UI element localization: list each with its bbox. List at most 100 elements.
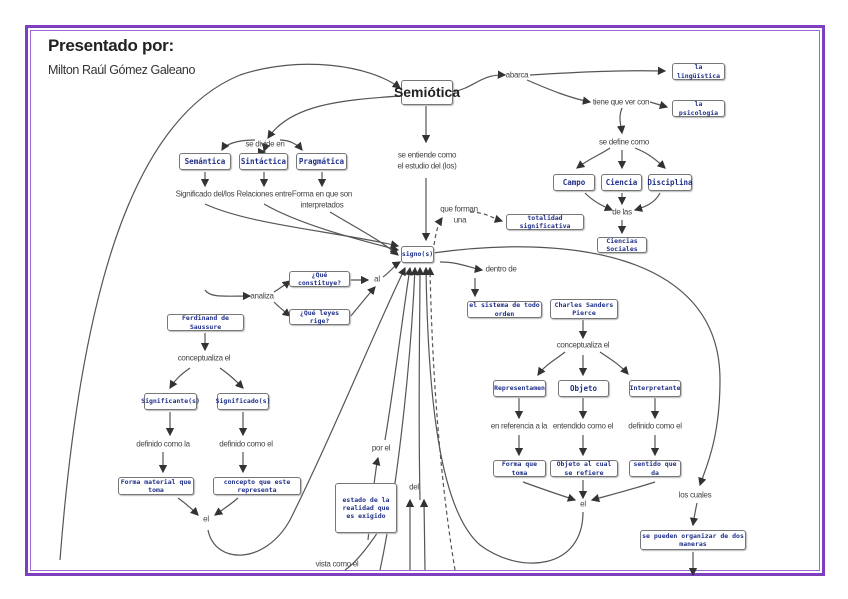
label-vista-como: vista como el [315, 559, 359, 569]
edge [267, 95, 401, 139]
edge [616, 107, 626, 135]
label-de-las: de las [612, 207, 632, 217]
node-charles-sanders-pierce[interactable]: Charles Sanders Pierce [550, 299, 618, 319]
edge [584, 192, 614, 212]
node-pragmatica[interactable]: Pragmática [296, 153, 347, 170]
node-objeto-al-cual-se-refiere[interactable]: Objeto al cual se refiere [550, 460, 618, 477]
node-significados[interactable]: Significado(s) [216, 393, 270, 410]
node-semantica[interactable]: Semántica [179, 153, 231, 170]
label-el: el [203, 514, 209, 524]
node-representamen[interactable]: Representamen [493, 380, 546, 397]
label-tiene-que-ver: tiene que ver con [592, 97, 650, 107]
edge [273, 301, 291, 317]
edge [439, 261, 484, 273]
node-disciplina[interactable]: Disciplina [647, 174, 693, 191]
label-se-divide: se divide en [245, 139, 285, 149]
label-los-cuales: los cuales [678, 490, 712, 500]
label-del: del [409, 482, 419, 492]
node-psicologia[interactable]: la psicología [672, 100, 725, 117]
edge [273, 280, 291, 293]
edge [419, 498, 429, 571]
node-signos[interactable]: signo(s) [401, 246, 434, 263]
edge [415, 266, 425, 501]
edge [526, 79, 592, 105]
label-al: al [374, 274, 380, 284]
node-totalidad-significativa[interactable]: totalidad significativa [506, 214, 584, 230]
node-forma-que-toma[interactable]: Forma que toma [493, 460, 546, 477]
node-sintactica[interactable]: Sintáctica [239, 153, 288, 170]
label-significado-del: Significado del/los [175, 189, 235, 199]
label-definido-como-la: definido como la [136, 439, 190, 449]
edge [689, 502, 699, 527]
node-ciencias-sociales[interactable]: Ciencias Sociales [597, 237, 647, 253]
label-analiza: analiza [250, 291, 274, 301]
edge [529, 66, 667, 76]
node-interpretante[interactable]: Interpretante [629, 380, 681, 397]
page-frame [25, 25, 825, 576]
edge [537, 351, 566, 376]
label-en-referencia: en referencia a la [490, 421, 548, 431]
label-entendido: entendido como el [552, 421, 614, 431]
edge [432, 246, 721, 487]
node-concepto-representa[interactable]: concepto que este representa [213, 477, 301, 495]
node-ferdinand-de-saussure[interactable]: Ferdinand de Saussure [167, 314, 244, 331]
edge [279, 139, 303, 151]
node-que-leyes-rige[interactable]: ¿Qué leyes rige? [289, 309, 350, 325]
edge [379, 266, 419, 571]
edge [421, 266, 584, 564]
edge [349, 286, 376, 318]
edge [329, 211, 399, 256]
edge [204, 289, 252, 301]
node-ciencia[interactable]: Ciencia [601, 174, 642, 191]
node-organizar-dos-maneras[interactable]: se pueden organizar de dos maneras [640, 530, 746, 550]
node-significantes[interactable]: Significante(s) [141, 393, 200, 410]
edge [634, 147, 666, 169]
label-conceptualiza-saussure: conceptualiza el [177, 353, 231, 363]
node-semiotica[interactable]: Semiótica [394, 80, 460, 105]
node-linguistica[interactable]: la lingüística [672, 63, 725, 80]
edge [633, 192, 661, 212]
edge [214, 497, 239, 516]
label-el-2: el [580, 499, 586, 509]
edge [522, 481, 577, 502]
edge [451, 70, 507, 93]
page-frame-inner [30, 30, 820, 571]
edge [177, 497, 199, 516]
edge [262, 142, 271, 153]
label-abarca: abarca [505, 70, 529, 80]
edge [263, 203, 400, 253]
edge [221, 139, 256, 152]
edge [599, 351, 629, 375]
author-name: Milton Raúl Gómez Galeano [48, 63, 196, 77]
edge [469, 211, 504, 223]
node-objeto[interactable]: Objeto [558, 380, 609, 397]
node-campo[interactable]: Campo [553, 174, 595, 191]
edge [384, 266, 414, 441]
label-que-forman: que forman [440, 204, 478, 214]
label-conceptualiza-pierce: conceptualiza el [556, 340, 610, 350]
edge [576, 147, 611, 169]
edge [382, 261, 402, 278]
edge [649, 100, 669, 109]
edge [207, 266, 406, 556]
label-por-el: por el [371, 443, 391, 453]
edge [204, 203, 400, 249]
label-una: una [453, 215, 467, 225]
label-se-entiende: se entiende como [397, 150, 457, 160]
edge [59, 63, 401, 561]
label-definido-como-el: definido como el [219, 439, 273, 449]
label-dentro-de: dentro de [485, 264, 517, 274]
node-estado-realidad[interactable]: estado de la realidad que es exigido [335, 483, 397, 533]
edge [169, 367, 191, 390]
label-forma-en: Forma en que son [291, 189, 353, 199]
label-relaciones: Relaciones entre [236, 189, 292, 199]
label-se-define: se define como [598, 137, 650, 147]
label-interpretados: interpretados [300, 200, 344, 210]
node-sistema-todo-orden[interactable]: el sistema de todo orden [467, 301, 542, 318]
node-que-constituye[interactable]: ¿Qué constituye? [289, 271, 350, 287]
edge [590, 481, 656, 503]
node-sentido-que-da[interactable]: sentido que da [629, 460, 681, 477]
label-definido-como-el-2: definido como el [628, 421, 682, 431]
node-forma-material[interactable]: Forma material que toma [118, 477, 194, 495]
